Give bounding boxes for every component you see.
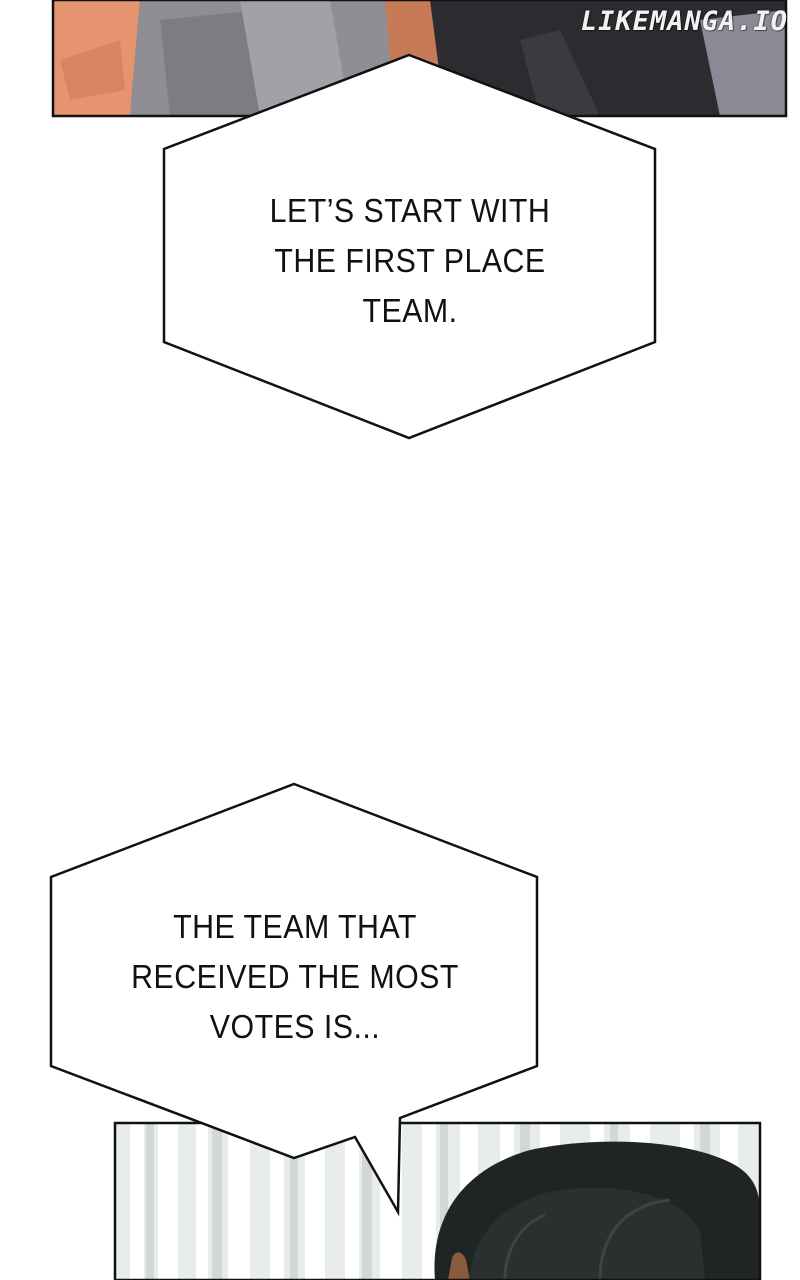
- bubble-2-line-2: RECEIVED THE MOST: [131, 958, 459, 995]
- bubble-2-line-1: THE TEAM THAT: [173, 908, 417, 945]
- bubble-1-text: LET’S START WITH THE FIRST PLACE TEAM.: [235, 186, 585, 336]
- bubble-2-text: THE TEAM THAT RECEIVED THE MOST VOTES IS…: [111, 902, 479, 1052]
- bubble-1-line-1: LET’S START WITH: [269, 192, 551, 229]
- speech-bubble-1: [162, 53, 657, 440]
- speech-bubble-2: [49, 782, 539, 1217]
- site-watermark: LIKEMANGA.IO: [580, 6, 788, 37]
- bubble-1-line-2: THE FIRST PLACE: [274, 242, 546, 279]
- bubble-2-line-3: VOTES IS...: [209, 1008, 381, 1045]
- bubble-1-line-3: TEAM.: [362, 292, 458, 329]
- bottom-panel: [113, 1121, 762, 1280]
